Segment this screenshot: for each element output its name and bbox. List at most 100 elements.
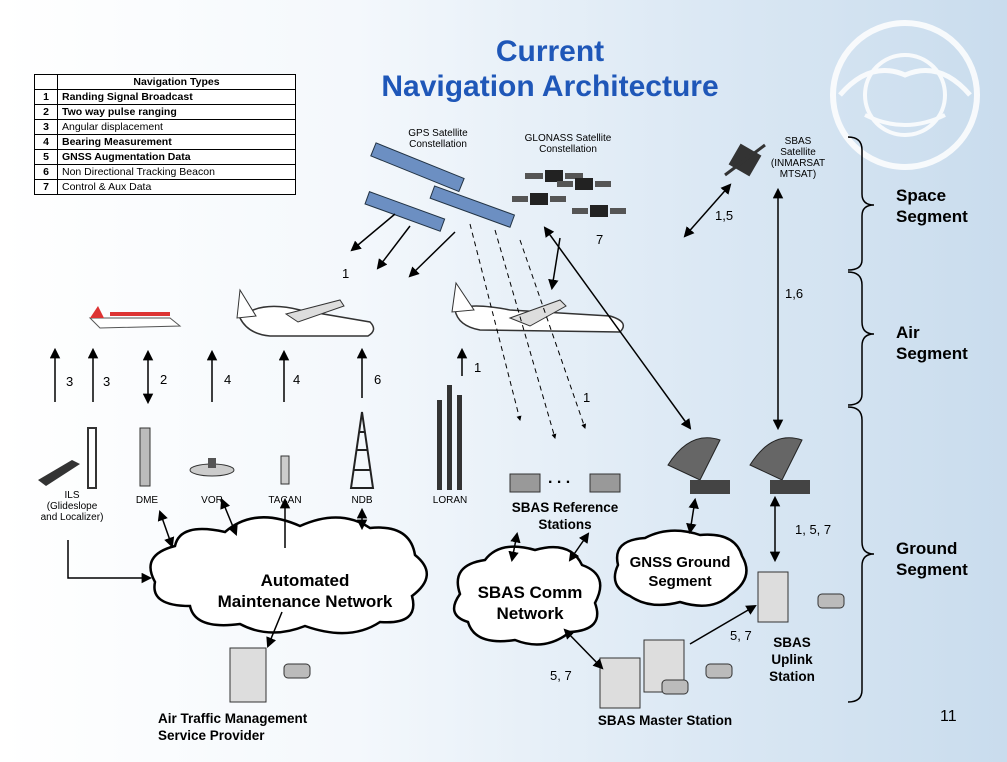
atm-service-provider-label: Air Traffic Management Service Provider [158, 710, 358, 744]
link-label-tacan: 4 [293, 372, 301, 387]
ground-segment-line-1: Ground [896, 539, 958, 558]
loran-label: LORAN [432, 495, 468, 506]
link-label-ils-a: 3 [66, 374, 74, 389]
glonass-constellation-label: GLONASS Satellite Constellation [508, 133, 628, 155]
row-label: Bearing Measurement [57, 134, 296, 150]
row-label: GNSS Augmentation Data [57, 149, 296, 165]
page-title: Current Navigation Architecture [360, 34, 740, 104]
row-label: Control & Aux Data [57, 179, 296, 195]
space-segment-line-2: Segment [896, 207, 968, 226]
gps-satellite-icon [364, 142, 516, 232]
uplink-server-icon [757, 571, 845, 623]
automated-maintenance-network-label: Automated Maintenance Network [205, 570, 405, 612]
link-label-gps: 1 [342, 266, 350, 281]
sbas-comm-network-cloud [452, 545, 602, 646]
table-header-label: Navigation Types [57, 74, 296, 90]
sbas-satellite-icon [724, 143, 766, 177]
sbas-sat-line-3: (INMARSAT [770, 158, 826, 169]
link-arrows [49, 183, 784, 670]
automated-line-1: Automated [260, 571, 350, 590]
link-label-dme: 2 [160, 372, 168, 387]
ils-icon [38, 427, 97, 489]
link-label-glonass: 7 [596, 232, 604, 247]
link-label-sbas-air: 1,6 [785, 286, 804, 301]
table-header-num [34, 74, 58, 90]
row-number: 2 [34, 104, 58, 120]
link-label-sbas-ref: 1 [583, 390, 591, 405]
glonass-label-line-1: GLONASS Satellite [524, 133, 612, 144]
sbas-comm-line-2: Network [496, 604, 564, 623]
sbas-ref-line-1: SBAS Reference [511, 500, 619, 515]
row-number: 3 [34, 119, 58, 135]
small-aircraft-icon [88, 306, 182, 329]
satellite-dish-icon [667, 437, 810, 494]
gnss-ground-segment-label: GNSS Ground Segment [620, 553, 740, 591]
ils-line-2: (Glideslope [46, 501, 98, 512]
sbas-comm-network-label: SBAS Comm Network [465, 582, 595, 624]
link-label-ndb: 6 [374, 372, 382, 387]
ils-line-1: ILS [64, 490, 80, 501]
cargo-aircraft-icon [236, 288, 375, 337]
row-number: 4 [34, 134, 58, 150]
ils-line-3: and Localizer) [40, 512, 104, 523]
row-label: Non Directional Tracking Beacon [57, 164, 296, 180]
air-segment-label: Air Segment [896, 322, 968, 364]
uplink-line-2: Uplink [771, 652, 813, 667]
vor-icon [189, 458, 235, 477]
tacan-label: TACAN [268, 495, 302, 506]
space-segment-line-1: Space [896, 186, 947, 205]
row-number: 7 [34, 179, 58, 195]
gps-constellation-label: GPS Satellite Constellation [388, 128, 488, 150]
dme-icon [139, 427, 151, 487]
row-number: 1 [34, 89, 58, 105]
atm-line-1: Air Traffic Management [158, 711, 308, 726]
ground-segment-line-2: Segment [896, 560, 968, 579]
link-label-ils-b: 3 [103, 374, 111, 389]
sbas-uplink-station-label: SBAS Uplink Station [756, 634, 828, 685]
ils-label: ILS (Glideslope and Localizer) [32, 490, 112, 523]
air-segment-line-2: Segment [896, 344, 968, 363]
sbas-sat-line-4: MTSAT) [779, 169, 817, 180]
vor-label: VOR [201, 495, 223, 506]
link-label-vor: 4 [224, 372, 232, 387]
title-line-2: Navigation Architecture [381, 70, 719, 103]
loran-icon [437, 385, 462, 490]
row-label: Angular displacement [57, 119, 296, 135]
ndb-label: NDB [351, 495, 373, 506]
row-label: Randing Signal Broadcast [57, 89, 296, 105]
dme-label: DME [135, 495, 159, 506]
space-segment-label: Space Segment [896, 185, 968, 227]
sbas-ref-line-2: Stations [538, 517, 592, 532]
icao-emblem-icon [830, 20, 980, 170]
link-label-sbas-sat: 1,5 [715, 208, 734, 223]
sbas-sat-line-1: SBAS [784, 136, 812, 147]
sbas-ref-dots: . . . [548, 470, 571, 487]
gps-label-line-2: Constellation [409, 139, 467, 150]
link-label-master-comm: 5, 7 [550, 668, 572, 683]
gnss-line-1: GNSS Ground [629, 554, 731, 571]
row-label: Two way pulse ranging [57, 104, 296, 120]
link-label-uplink: 1, 5, 7 [795, 522, 832, 537]
tacan-icon [280, 455, 290, 485]
sbas-satellite-label: SBAS Satellite (INMARSAT MTSAT) [760, 136, 836, 180]
row-number: 6 [34, 164, 58, 180]
gnss-line-2: Segment [648, 573, 712, 590]
sbas-reference-stations-label: SBAS Reference Stations [495, 499, 635, 533]
atm-line-2: Service Provider [158, 728, 265, 743]
ndb-icon [349, 411, 375, 489]
page-number: 11 [940, 708, 957, 725]
segment-braces [847, 136, 875, 703]
sbas-sat-line-2: Satellite [780, 147, 816, 158]
sbas-reference-station-icon [509, 473, 621, 493]
sbas-master-station-label: SBAS Master Station [597, 713, 733, 728]
link-label-master-uplink: 5, 7 [730, 628, 752, 643]
